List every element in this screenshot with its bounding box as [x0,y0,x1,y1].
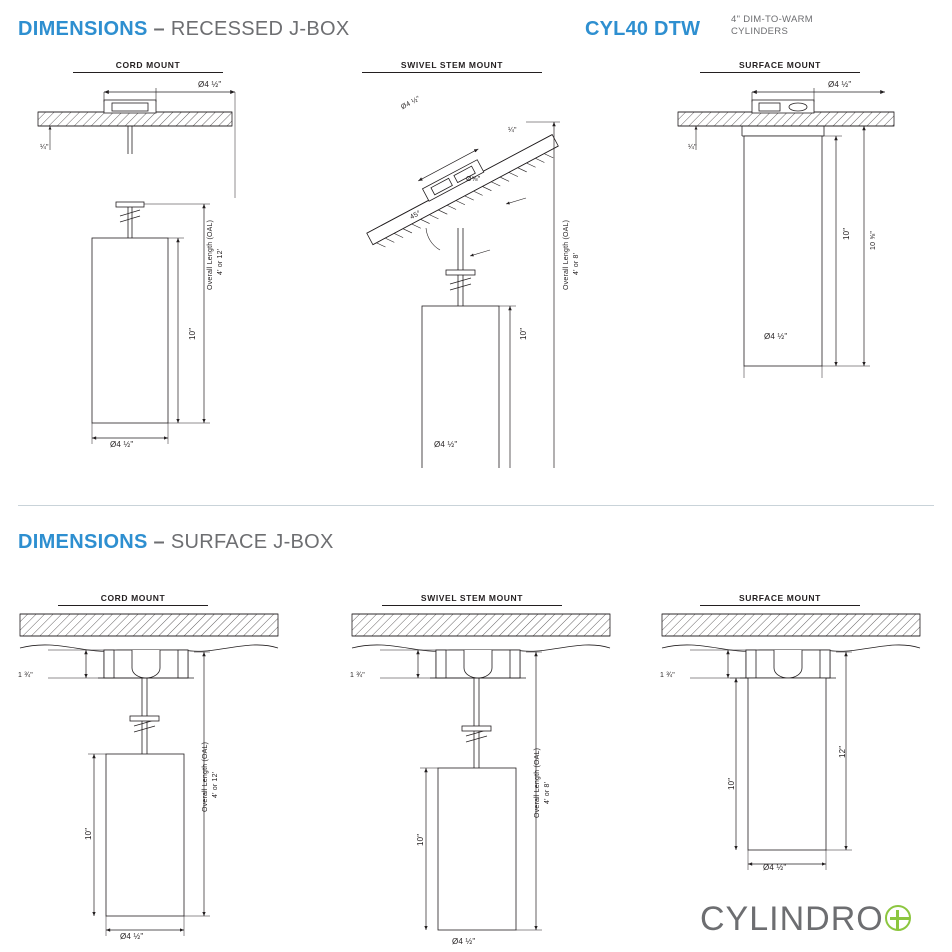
section-title-rest: RECESSED J-BOX [170,18,350,40]
product-description-line2: CYLINDERS [731,26,789,37]
product-description-line1: 4" DIM-TO-WARM [731,14,813,25]
drawing-recessed-cord [37,88,236,444]
label-sjbox-surface-jbox-height: 1 ¾" [660,672,675,679]
section2-title-bold: DIMENSIONS [18,531,148,553]
section-title-surface-jbox: DIMENSIONS – SURFACE J-BOX [18,531,334,554]
label-sjbox-swivel-oal-value: 4' or 8' [544,781,551,804]
label-recessed-cord-dia-top: Ø4 ½" [198,80,222,89]
label-sjbox-surface-dia-bottom: Ø4 ½" [763,863,787,872]
panel-caption-sjbox-surface: SURFACE MOUNT [700,593,860,606]
label-recessed-surface-dia-top: Ø4 ½" [828,80,852,89]
label-sjbox-cord-dia-bottom: Ø4 ½" [120,932,144,941]
panel-caption-sjbox-swivel: SWIVEL STEM MOUNT [382,593,562,606]
drawing-sjbox-surface [661,613,921,870]
label-sjbox-cord-oal: Overall Length (OAL) [202,741,209,812]
section2-title-dash: – [153,531,165,553]
label-recessed-swivel-dia-bottom: Ø4 ½" [434,440,458,449]
section-title-dash: – [153,18,165,40]
panel-caption-recessed-cord: CORD MOUNT [73,60,223,73]
label-recessed-swivel-stem-dia: Ø⅝" [466,176,481,183]
label-recessed-swivel-ceiling-thickness: ¼" [508,127,517,134]
product-code: CYL40 DTW [585,18,701,40]
cylindro-logo: CYLINDRO [700,900,915,939]
label-sjbox-surface-overall-height: 12" [838,745,847,758]
label-recessed-cord-ceiling-thickness: ¼" [40,144,49,151]
label-recessed-swivel-oal: Overall Length (OAL) [563,219,570,290]
logo-text: CYLINDRO [700,900,884,938]
label-recessed-cord-oal-value: 4' or 12' [217,248,224,275]
section-title-recessed: DIMENSIONS – RECESSED J-BOX [18,18,350,41]
label-sjbox-swivel-jbox-height: 1 ¾" [350,672,365,679]
label-sjbox-cord-jbox-height: 1 ¾" [18,672,33,679]
label-recessed-surface-body-height: 10" [842,227,851,240]
label-recessed-cord-dia-bottom: Ø4 ½" [110,440,134,449]
panel-caption-sjbox-cord: CORD MOUNT [58,593,208,606]
drawing-recessed-surface [677,88,895,378]
label-sjbox-cord-oal-value: 4' or 12' [212,771,219,798]
product-description: 4" DIM-TO-WARM CYLINDERS [731,14,813,38]
panel-caption-recessed-swivel: SWIVEL STEM MOUNT [362,60,542,73]
label-recessed-surface-ceiling-thickness: ¼" [688,144,697,151]
label-sjbox-surface-body-height: 10" [727,777,736,790]
section2-title-rest: SURFACE J-BOX [170,531,334,553]
drawing-sjbox-cord [19,613,279,936]
plus-icon [884,905,915,935]
label-recessed-swivel-oal-value: 4' or 8' [573,252,580,275]
label-sjbox-swivel-oal: Overall Length (OAL) [534,747,541,818]
label-recessed-swivel-body-height: 10" [519,327,528,340]
section-divider [18,505,934,506]
drawing-sjbox-swivel [351,613,611,931]
label-recessed-cord-oal: Overall Length (OAL) [207,219,214,290]
drawing-recessed-swivel [366,121,560,468]
label-sjbox-swivel-dia-bottom: Ø4 ½" [452,937,476,946]
section-title-bold: DIMENSIONS [18,18,148,40]
label-recessed-cord-body-height: 10" [188,327,197,340]
label-sjbox-cord-body-height: 10" [84,827,93,840]
panel-caption-recessed-surface: SURFACE MOUNT [700,60,860,73]
label-recessed-surface-overall-height: 10 ⅝" [870,230,877,250]
label-recessed-surface-dia-bottom: Ø4 ½" [764,332,788,341]
label-sjbox-swivel-body-height: 10" [416,833,425,846]
